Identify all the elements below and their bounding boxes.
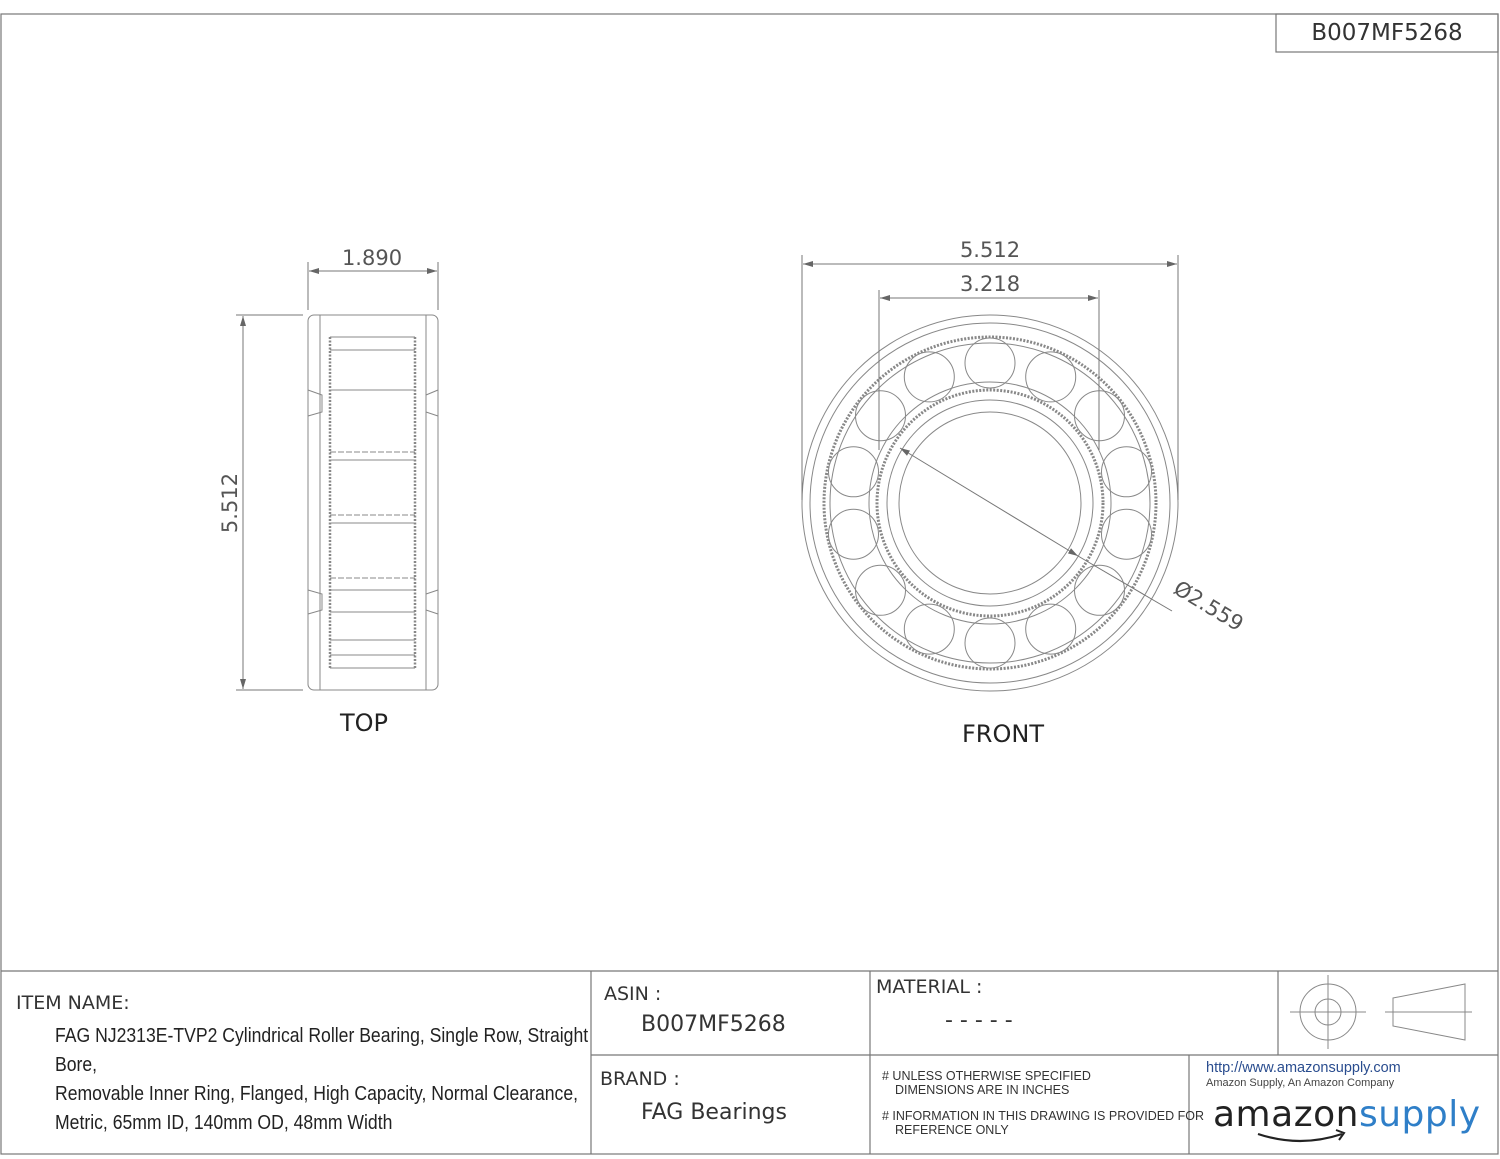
roller-9 (903, 603, 955, 655)
front-view (801, 314, 1179, 692)
material-value: - - - - - (945, 1008, 1013, 1033)
roller-1 (964, 337, 1016, 389)
roller-14 (903, 351, 955, 403)
front-inner-dimension: 3.218 (960, 272, 1020, 296)
amazonsupply-logo: amazonsupply (1213, 1094, 1481, 1135)
roller-10 (855, 564, 906, 616)
roller-5 (1101, 508, 1152, 560)
part-number-box (1275, 13, 1499, 53)
item-name-description: FAG NJ2313E-TVP2 Cylindrical Roller Bear… (55, 1022, 618, 1138)
sheet-border (0, 13, 1499, 1155)
roller-7 (1025, 603, 1077, 655)
top-view-label: TOP (340, 709, 389, 737)
title-block-grid (1, 970, 1498, 1154)
units-note: # UNLESS OTHERWISE SPECIFIED DIMENSIONS … (882, 1069, 1091, 1097)
front-view-label: FRONT (962, 720, 1044, 748)
asin-label: ASIN : (604, 983, 662, 1005)
reference-note: # INFORMATION IN THIS DRAWING IS PROVIDE… (882, 1109, 1205, 1137)
brand-value: FAG Bearings (641, 1100, 787, 1125)
rollers (828, 337, 1152, 669)
logo-supply-text: supply (1358, 1094, 1481, 1135)
item-name-line-2: Removable Inner Ring, Flanged, High Capa… (55, 1083, 579, 1105)
brand-label: BRAND : (600, 1068, 680, 1090)
material-label: MATERIAL : (876, 976, 983, 998)
item-name-line-3: Metric, 65mm ID, 140mm OD, 48mm Width (55, 1112, 393, 1134)
company-tagline: Amazon Supply, An Amazon Company (1206, 1077, 1395, 1089)
item-name-label: ITEM NAME: (16, 992, 130, 1014)
top-dimensions (236, 262, 439, 691)
third-angle-projection-icon (1290, 975, 1472, 1049)
roller-4 (1101, 446, 1152, 498)
top-width-dimension: 1.890 (342, 246, 402, 270)
top-height-dimension: 5.512 (218, 473, 242, 533)
front-outer-dimension: 5.512 (960, 238, 1020, 262)
front-dimensions (801, 255, 1179, 612)
roller-11 (828, 508, 879, 560)
roller-2 (1025, 351, 1077, 403)
amazon-smile-icon (1257, 1132, 1343, 1143)
front-bore-dimension: Ø2.559 (1170, 576, 1248, 636)
item-name-line-1: FAG NJ2313E-TVP2 Cylindrical Roller Bear… (55, 1025, 589, 1076)
roller-12 (828, 446, 879, 498)
website-link[interactable]: http://www.amazonsupply.com (1206, 1060, 1401, 1076)
top-view (307, 314, 439, 691)
logo-amazon-text: amazon (1213, 1094, 1359, 1135)
header-part-number: B007MF5268 (1311, 20, 1463, 46)
asin-value: B007MF5268 (641, 1012, 786, 1037)
roller-6 (1074, 564, 1125, 616)
roller-8 (964, 617, 1016, 669)
roller-13 (855, 390, 906, 442)
